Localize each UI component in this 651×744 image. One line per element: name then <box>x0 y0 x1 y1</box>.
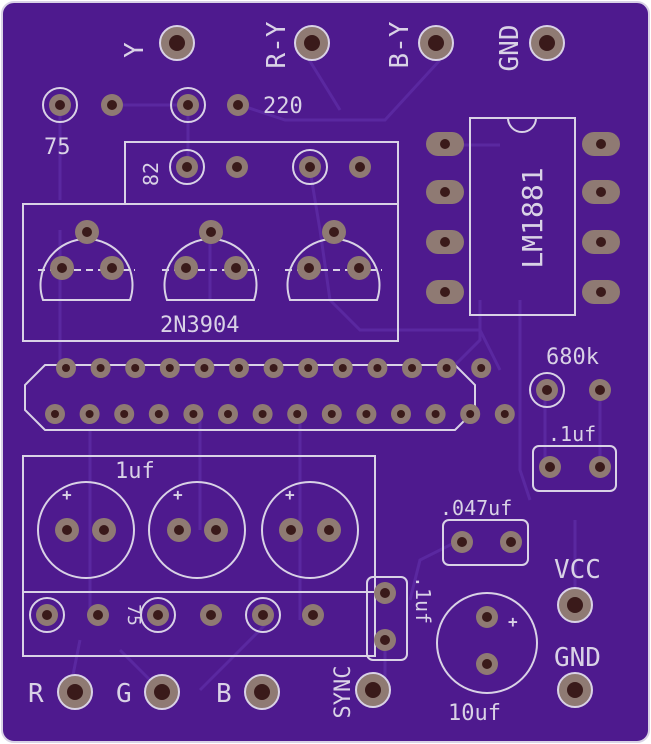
connector-pin-hole <box>131 364 140 372</box>
pad-r75-a <box>42 87 78 123</box>
connector-pin-hole <box>258 410 267 418</box>
connector-pin-hole <box>304 364 313 372</box>
label-r: R <box>28 679 44 709</box>
ic-outline <box>469 117 576 316</box>
silkscreen-labels: Y R-Y B-Y GND 220 75 82 2N3904 LM1881 68… <box>28 21 601 726</box>
label-75-bottom: 75 <box>123 604 144 626</box>
c10uf-outline <box>436 592 538 694</box>
label-y: Y <box>120 42 150 58</box>
label-g: G <box>116 679 132 709</box>
pad-r75b-1a <box>29 597 65 633</box>
label-ry: R-Y <box>262 21 292 68</box>
c1uf-vert-outline <box>366 576 408 661</box>
c047uf-outline <box>442 519 529 566</box>
connector-pin-hole <box>235 364 243 372</box>
c10uf-plus: + <box>508 612 518 631</box>
label-vcc: VCC <box>554 555 601 585</box>
label-c1uf-vert: .1uf <box>411 576 435 624</box>
pads <box>29 25 620 710</box>
connector-pin-hole <box>165 364 174 372</box>
label-c01uf: .1uf <box>548 422 596 446</box>
cap-plus-marks: + + + + <box>62 485 518 631</box>
connector-pin-hole <box>500 410 509 418</box>
connector-pin-hole <box>51 410 59 418</box>
label-lm1881: LM1881 <box>516 167 549 268</box>
connector-pin-hole <box>62 364 70 372</box>
cap-3-plus: + <box>285 485 295 504</box>
cap-2-plus: + <box>173 485 183 504</box>
connector-pin-hole <box>373 364 382 372</box>
connector-pin-hole <box>200 364 209 372</box>
label-82: 82 <box>139 162 163 186</box>
label-sync: SYNC <box>331 666 356 719</box>
connector-pin-hole <box>120 410 129 418</box>
cap-1-plus: + <box>62 485 72 504</box>
cap-block-outline <box>22 455 376 657</box>
connector-pin-hole <box>338 364 347 372</box>
transistor-block-outline <box>22 203 399 342</box>
connector-pin-hole <box>408 364 416 372</box>
connector-pin-hole <box>269 364 278 372</box>
ic-notch <box>507 117 537 133</box>
label-c047uf: .047uf <box>440 496 512 520</box>
c01uf-outline <box>532 445 617 492</box>
connector-pin-hole <box>154 410 163 418</box>
pad-r75b-3a <box>245 597 281 633</box>
connector-pin-hole <box>397 410 405 418</box>
cap-3-outline <box>261 481 359 579</box>
connector-outline <box>24 364 476 431</box>
connector-pin-hole <box>431 410 440 418</box>
cap-1-outline <box>37 481 135 579</box>
connector-pin-hole <box>96 364 105 372</box>
connector-pin-hole <box>293 410 302 418</box>
label-10uf: 10uf <box>448 701 501 726</box>
label-1uf: 1uf <box>115 459 155 484</box>
label-75-top: 75 <box>44 135 71 160</box>
connector-pin-hole <box>224 410 232 418</box>
label-gnd-bottom: GND <box>554 643 601 673</box>
connector-pin-hole <box>362 410 371 418</box>
connector-pin-hole <box>477 364 486 372</box>
pad-r220-a <box>170 87 206 123</box>
label-b: B <box>216 679 232 709</box>
cap-2-outline <box>148 481 246 579</box>
pad-r82-c <box>292 149 328 185</box>
pad-r82-a <box>169 149 205 185</box>
connector-pin-hole <box>85 410 94 418</box>
label-680k: 680k <box>546 345 599 370</box>
label-2n3904: 2N3904 <box>160 313 239 338</box>
label-by: B-Y <box>385 21 415 68</box>
connector-pin-hole <box>189 410 198 418</box>
connector-pin-hole <box>442 364 451 372</box>
pad-r75b-2a <box>140 597 176 633</box>
connector-pin-hole <box>466 410 475 418</box>
connector-pin-hole <box>327 410 336 418</box>
label-gnd-top: GND <box>495 25 525 72</box>
connector-pads <box>45 358 515 424</box>
label-220: 220 <box>263 94 303 119</box>
pad-r680k-a <box>529 372 565 408</box>
